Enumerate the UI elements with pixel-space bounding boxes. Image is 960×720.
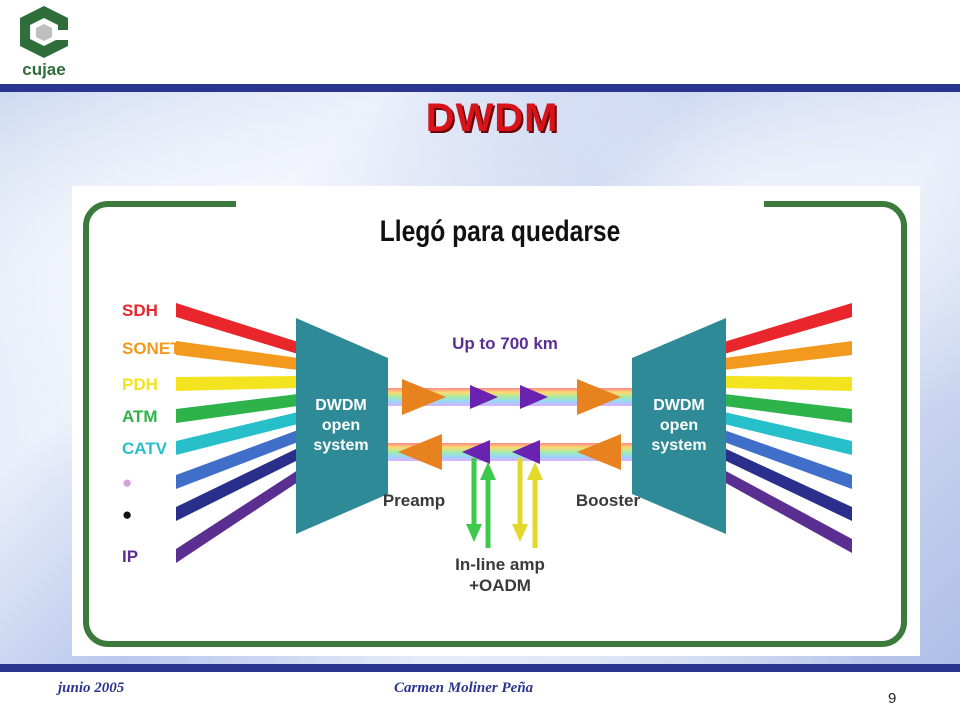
lower-amp-4 — [577, 434, 621, 470]
logo-text: cujae — [22, 60, 66, 79]
lower-amp-1 — [398, 434, 442, 470]
output-line-6 — [724, 448, 852, 521]
input-line-2 — [176, 376, 298, 391]
input-label-6: ● — [122, 505, 132, 524]
inline-amp-label-2: +OADM — [469, 576, 531, 595]
cujae-logo: cujae — [14, 4, 74, 80]
right-box-line-3: system — [651, 437, 706, 454]
right-box-line-2: open — [660, 417, 698, 434]
input-line-1 — [176, 341, 298, 370]
logo-icon — [20, 6, 70, 58]
inline-amp-label-1: In-line amp — [455, 555, 545, 574]
input-label-0: SDH — [122, 301, 158, 320]
subtitle-box — [236, 192, 764, 262]
green-arrows — [466, 458, 496, 548]
upper-amp-3 — [520, 385, 548, 409]
input-label-7: IP — [122, 547, 138, 566]
upper-amp-2 — [470, 385, 498, 409]
lower-amp-3 — [512, 440, 540, 464]
slide-title: DWDM — [425, 96, 559, 140]
output-line-7 — [724, 470, 852, 553]
yellow-arrows — [512, 458, 543, 548]
input-label-2: PDH — [122, 375, 158, 394]
output-signal-lines — [724, 303, 852, 553]
input-line-0 — [176, 303, 298, 354]
left-box-label: DWDM open system — [313, 397, 368, 454]
footer-date: junio 2005 — [58, 680, 125, 696]
header-bar — [0, 84, 960, 92]
right-dwdm-box — [632, 318, 726, 534]
output-line-3 — [724, 394, 852, 423]
left-box-line-2: open — [322, 417, 360, 434]
input-line-6 — [176, 448, 298, 521]
lower-amp-2 — [462, 440, 490, 464]
input-line-7 — [176, 470, 298, 563]
input-label-3: ATM — [122, 407, 158, 426]
upper-amp-1 — [402, 379, 446, 415]
distance-label: Up to 700 km — [452, 334, 558, 353]
diagram-subtitle: Llegó para quedarse — [380, 214, 621, 248]
output-line-1 — [724, 341, 852, 370]
output-line-5 — [724, 430, 852, 489]
input-label-1: SONET — [122, 339, 181, 358]
input-label-4: CATV — [122, 439, 168, 458]
dwdm-diagram: Llegó para quedarse SDH SONET PDH ATM CATV ● ●… — [83, 192, 907, 647]
input-label-5: ● — [122, 473, 132, 492]
right-box-label: DWDM open system — [651, 397, 706, 454]
input-labels: SDH SONET PDH ATM CATV ● ● IP — [122, 301, 181, 566]
left-dwdm-box — [296, 318, 388, 534]
output-line-4 — [724, 412, 852, 455]
left-box-line-1: DWDM — [315, 397, 367, 414]
right-box-line-1: DWDM — [653, 397, 705, 414]
upper-amp-4 — [577, 379, 621, 415]
input-line-3 — [176, 394, 298, 423]
page-number: 9 — [888, 690, 897, 707]
booster-label: Booster — [576, 491, 641, 510]
footer-bar — [0, 664, 960, 672]
preamp-label: Preamp — [383, 491, 445, 510]
input-signal-lines — [176, 303, 298, 563]
output-line-2 — [724, 376, 852, 391]
footer-author: Carmen Moliner Peña — [394, 680, 534, 696]
input-line-5 — [176, 430, 298, 489]
output-line-0 — [724, 303, 852, 354]
left-box-line-3: system — [313, 437, 368, 454]
dwdm-diagram-panel: Llegó para quedarse SDH SONET PDH ATM CATV ● ●… — [72, 186, 920, 656]
input-line-4 — [176, 412, 298, 455]
